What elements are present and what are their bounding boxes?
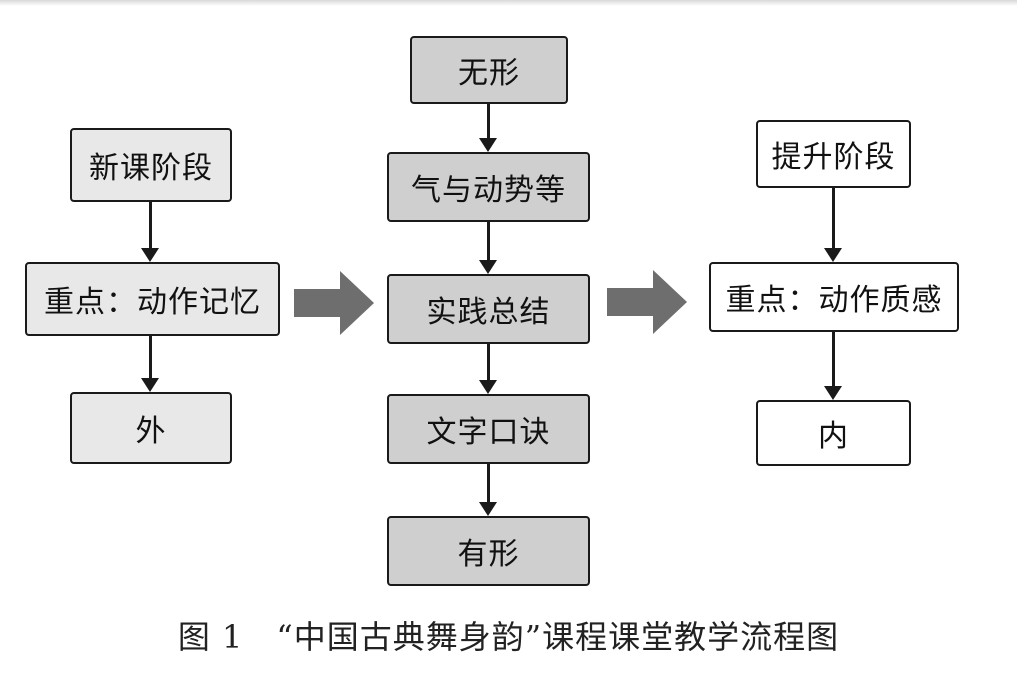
box-qi-and-momentum: 气与动势等: [387, 152, 590, 222]
connector-line: [832, 188, 835, 248]
box-focus-movement-memory: 重点：动作记忆: [25, 262, 280, 336]
box-inner: 内: [756, 400, 911, 466]
connector-line: [487, 222, 490, 260]
box-practice-summary: 实践总结: [387, 274, 590, 344]
arrowhead-down: [479, 380, 497, 394]
arrowhead-down: [824, 248, 842, 262]
box-outer: 外: [70, 392, 232, 464]
arrowhead-down: [141, 248, 159, 262]
connector-line: [487, 464, 490, 502]
arrowhead-down: [141, 378, 159, 392]
arrowhead-down: [479, 502, 497, 516]
arrowhead-down: [824, 386, 842, 400]
arrowhead-down: [479, 260, 497, 274]
box-text-mnemonic: 文字口诀: [387, 394, 590, 464]
big-right-arrow-right: [607, 270, 687, 334]
box-focus-movement-texture: 重点：动作质感: [709, 262, 959, 332]
big-right-arrow-left: [294, 271, 374, 335]
arrowhead-down: [479, 138, 497, 152]
connector-line: [149, 336, 152, 378]
box-new-lesson-stage: 新课阶段: [70, 128, 232, 202]
connector-line: [832, 332, 835, 386]
box-formless: 无形: [410, 36, 568, 104]
box-advancement-stage: 提升阶段: [756, 120, 911, 188]
connector-line: [487, 104, 490, 138]
scan-edge: [0, 0, 1017, 6]
box-tangible: 有形: [387, 516, 590, 586]
connector-line: [149, 202, 152, 248]
figure-caption: 图 1 “中国古典舞身韵”课程课堂教学流程图: [177, 618, 840, 656]
connector-line: [487, 344, 490, 380]
